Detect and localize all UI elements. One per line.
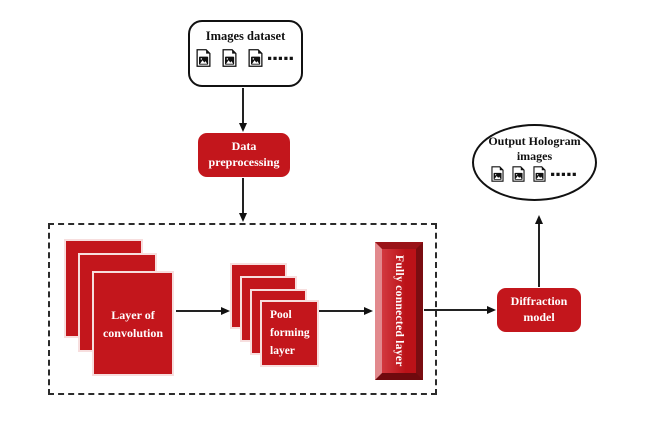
arrowhead-up-icon <box>535 215 543 224</box>
images-dataset-node: Images dataset ▪▪▪▪▪ <box>188 20 303 87</box>
images-dataset-icons: ▪▪▪▪▪ <box>196 49 294 67</box>
arrow-dataset-to-preprocessing <box>239 88 247 132</box>
conv-layer-label: Layer of convolution <box>102 307 163 340</box>
diffraction-model-node: Diffraction model <box>497 288 581 332</box>
arrowhead-right-icon <box>487 306 496 314</box>
image-file-icon <box>222 49 238 67</box>
arrow-fc-to-diffraction <box>424 306 496 314</box>
image-file-icon <box>533 166 547 182</box>
output-hologram-icons: ▪▪▪▪▪ <box>491 166 577 182</box>
image-file-icon <box>512 166 526 182</box>
image-file-icon <box>248 49 264 67</box>
pool-layer-label: Pool forming layer <box>270 309 310 357</box>
arrow-pool-to-fc <box>319 307 373 315</box>
fc-layer-node: Fully connected layer <box>375 242 423 380</box>
ellipsis-dots: ▪▪▪▪▪ <box>550 169 578 178</box>
arrowhead-down-icon <box>239 213 247 222</box>
pool-layer-node: Pool forming layer <box>260 300 319 367</box>
arrowhead-down-icon <box>239 123 247 132</box>
conv-layer-node: Layer of convolution <box>92 271 174 376</box>
output-hologram-node: Output Hologram images ▪▪▪▪▪ <box>472 124 597 201</box>
fc-layer-label: Fully connected layer <box>393 255 405 367</box>
ellipsis-dots: ▪▪▪▪▪ <box>267 53 295 62</box>
data-preprocessing-node: Data preprocessing <box>198 133 290 177</box>
arrow-diffraction-to-output <box>535 215 543 287</box>
images-dataset-label: Images dataset <box>205 29 286 43</box>
output-hologram-label: Output Hologram images <box>488 134 581 163</box>
arrow-conv-to-pool <box>176 307 230 315</box>
arrowhead-right-icon <box>364 307 373 315</box>
image-file-icon <box>491 166 505 182</box>
image-file-icon <box>196 49 212 67</box>
arrowhead-right-icon <box>221 307 230 315</box>
arrow-preprocessing-to-cnn <box>239 178 247 222</box>
data-preprocessing-label: Data preprocessing <box>208 139 280 169</box>
diffraction-model-label: Diffraction model <box>510 294 568 324</box>
